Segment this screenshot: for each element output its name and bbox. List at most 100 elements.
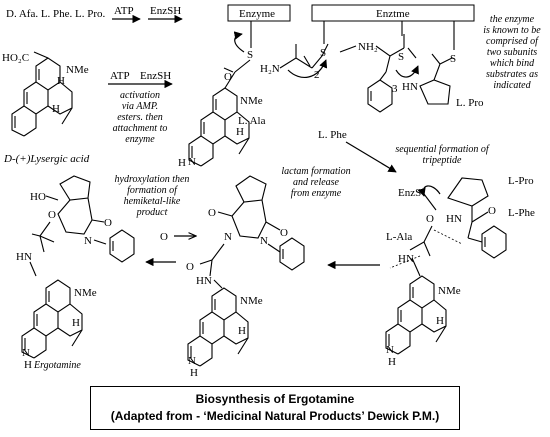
lactam-note-line: lactam formation — [281, 166, 350, 177]
lactam-product-structure: O O N N O O HN NMe H N H — [160, 175, 305, 379]
lactam-note-line: from enzyme — [291, 188, 342, 199]
nme-label: NMe — [438, 285, 461, 297]
enzs-label: EnzS — [398, 187, 421, 199]
hydroxylation-note-line: hydroxylation then — [115, 174, 190, 185]
right-l-phe-label: L-Phe — [508, 207, 535, 219]
n-label: N — [260, 235, 268, 247]
enzyme-note-line: is known to be — [483, 25, 541, 36]
caption-title: Biosynthesis of Ergotamine — [195, 392, 355, 406]
h-label: H — [388, 356, 396, 368]
enzyme-bound-tripeptide: EnzS O HN O L-Pro L-Phe L-Ala HN NMe H N… — [385, 175, 535, 368]
hydroxylation-note: hydroxylation then formation of hemiketa… — [115, 174, 190, 218]
o-label: O — [224, 71, 232, 83]
o-label: O — [160, 231, 168, 243]
s-label: S — [247, 49, 253, 61]
hn-label: HN — [196, 275, 212, 287]
lysergic-acid-structure: HO₂C NMe H H D-(+)Lysergic acid — [2, 51, 90, 165]
l-ala-label: L. Ala — [238, 115, 266, 127]
enzsh-mid-label: EnzSH — [140, 70, 171, 82]
enzyme-box-label: Enzyme — [239, 8, 275, 20]
n-label: N — [84, 235, 92, 247]
l-pro-label: L. Pro — [456, 97, 484, 109]
enzyme-note-line: indicated — [493, 80, 531, 91]
enzyme-note-line: which bind — [490, 58, 535, 69]
caption-subtitle: (Adapted from - ‘Medicinal Natural Produ… — [110, 409, 440, 423]
right-l-pro-label: L-Pro — [508, 175, 534, 187]
h-label: H — [24, 359, 32, 371]
s-label: S — [320, 47, 326, 59]
o-label: O — [104, 217, 112, 229]
atp-top-label: ATP — [114, 5, 134, 17]
h-label: H — [238, 325, 246, 337]
caption-box: Biosynthesis of Ergotamine (Adapted from… — [90, 386, 460, 430]
l-phe-label: L. Phe — [318, 129, 347, 141]
nme-label: NMe — [66, 64, 89, 76]
atp-mid-label: ATP — [110, 70, 130, 82]
h-label: H — [72, 317, 80, 329]
o-label: O — [48, 209, 56, 221]
o-label: O — [426, 213, 434, 225]
lysergic-acid-label: D-(+)Lysergic acid — [3, 153, 90, 165]
indole-n-label: N — [188, 156, 196, 168]
n-label: N — [224, 231, 232, 243]
ho-label: HO — [30, 191, 46, 203]
hydroxylation-note-line: product — [136, 207, 168, 218]
tripeptide-note-line: sequential formation of — [395, 144, 490, 155]
activation-note-line: enzyme — [125, 134, 155, 145]
hydroxylation-note-line: hemiketal-like — [124, 196, 181, 207]
ergotamine-structure: O HO O N HN NMe H N H Ergotamine — [16, 175, 135, 371]
indole-n-label: N — [386, 344, 394, 356]
enzyme-note-line: two subunits — [487, 47, 537, 58]
site-number: 3 — [392, 83, 398, 95]
activation-note-line: via AMP. — [122, 101, 158, 112]
lactam-note-line: and release — [293, 177, 340, 188]
h-label: H — [402, 81, 410, 93]
o-label: O — [488, 205, 496, 217]
h2n-label: H₂N — [260, 63, 280, 75]
enzyme-bound-intermediate: O S NMe H N H L. Ala H₂N S 2 NH₂ S 3 N — [178, 21, 484, 169]
activation-note: activation via AMP. esters. then attachm… — [113, 90, 168, 145]
o-label: O — [208, 207, 216, 219]
activation-note-line: attachment to — [113, 123, 168, 134]
enzyme-note: the enzyme is known to be comprised of t… — [483, 14, 541, 91]
indole-n-label: N — [22, 347, 30, 359]
h-label: H — [436, 315, 444, 327]
enzyme-note-line: the enzyme — [490, 14, 535, 25]
ergotamine-label: Ergotamine — [33, 360, 81, 371]
enztme-box-label: Enztme — [376, 8, 410, 20]
activation-note-line: esters. then — [117, 112, 163, 123]
lactam-note: lactam formation and release from enzyme — [281, 166, 350, 199]
n-label: N — [410, 81, 418, 93]
o-label: O — [186, 261, 194, 273]
tripeptide-note: sequential formation of tripeptide — [395, 144, 490, 166]
h-label: H — [178, 157, 186, 169]
h-label: H — [190, 367, 198, 379]
top-substrates-text: D. Afa. L. Phe. L. Pro. — [6, 8, 106, 20]
enzyme-box — [227, 4, 291, 22]
carboxyl-label: HO₂C — [2, 52, 29, 64]
indole-n-label: N — [188, 355, 196, 367]
nme-label: NMe — [74, 287, 97, 299]
o-label: O — [280, 227, 288, 239]
tripeptide-note-line: tripeptide — [423, 155, 462, 166]
s-label: S — [398, 51, 404, 63]
enzyme-note-line: substrates as — [486, 69, 538, 80]
hn-label: HN — [398, 253, 414, 265]
h-label: H — [236, 126, 244, 138]
nme-label: NMe — [240, 95, 263, 107]
enztme-box — [311, 4, 475, 22]
s-label: S — [450, 53, 456, 65]
to-tripeptide-arrow — [345, 141, 397, 173]
enzyme-note-line: comprised of — [486, 36, 539, 47]
nme-label: NMe — [240, 295, 263, 307]
hn-label: HN — [446, 213, 462, 225]
site-number: 2 — [314, 69, 320, 81]
right-l-ala-label: L-Ala — [386, 231, 412, 243]
activation-note-line: activation — [120, 90, 160, 101]
h-label: H — [52, 103, 60, 115]
hn-label: HN — [16, 251, 32, 263]
hydroxylation-note-line: formation of — [127, 185, 178, 196]
nh2-label: NH₂ — [358, 41, 378, 53]
enzsh-top-label: EnzSH — [150, 5, 181, 17]
